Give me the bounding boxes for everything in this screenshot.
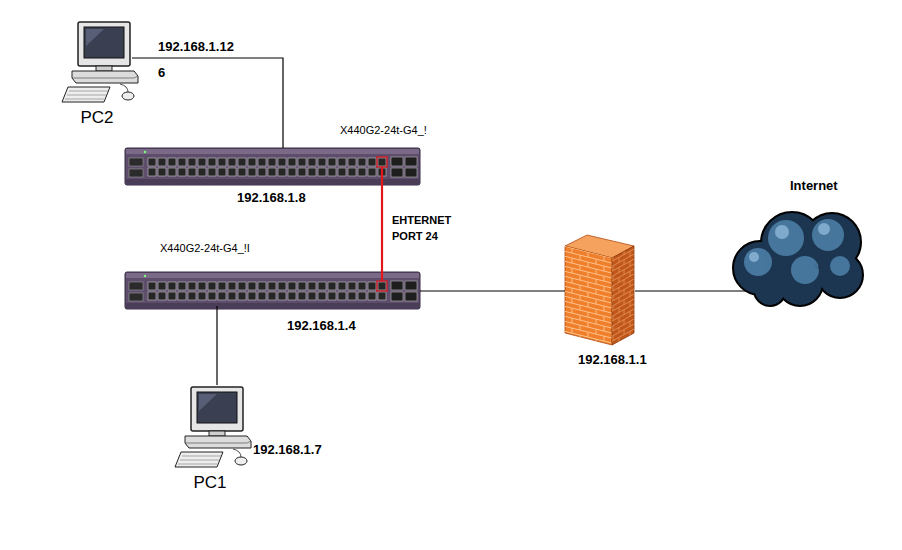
network-link	[420, 290, 565, 291]
switch-node: X440G2-24t-G4_!192.168.1.8	[125, 148, 420, 185]
computer-icon	[175, 387, 251, 467]
port-cable	[381, 167, 383, 185]
firewall-icon	[565, 235, 634, 345]
switch-device	[125, 148, 420, 185]
switch-node: X440G2-24t-G4_!I192.168.1.4	[125, 272, 420, 306]
network-link	[635, 290, 746, 291]
computer-node: PC1192.168.1.7	[175, 385, 245, 470]
port-cable	[381, 272, 383, 281]
model-name: X440G2-24t-G4_!	[340, 124, 427, 136]
ip-address: 192.168.1.7	[253, 442, 322, 457]
ip-address: 192.168.1.8	[237, 190, 306, 205]
switch-device	[125, 272, 420, 309]
network-link	[381, 185, 383, 272]
network-link	[216, 306, 217, 385]
port-highlight	[377, 157, 387, 167]
computer-node: PC2192.168.1.12 6	[62, 20, 132, 105]
link-label: EHTERNET PORT 24	[392, 212, 458, 244]
cloud-name: Internet	[790, 178, 838, 193]
firewall-node: 192.168.1.1	[565, 235, 635, 345]
port-highlight	[377, 281, 387, 291]
device-name: PC1	[170, 473, 250, 493]
computer-icon	[62, 22, 138, 102]
cloud-node: Internet	[746, 208, 862, 305]
device-name: PC2	[57, 108, 137, 128]
model-name: X440G2-24t-G4_!I	[160, 242, 250, 254]
ip-address: 192.168.1.12 6	[158, 34, 240, 86]
ip-address: 192.168.1.1	[578, 352, 647, 367]
network-link	[132, 58, 283, 148]
cloud-icon	[734, 213, 862, 305]
ip-address: 192.168.1.4	[287, 318, 356, 333]
